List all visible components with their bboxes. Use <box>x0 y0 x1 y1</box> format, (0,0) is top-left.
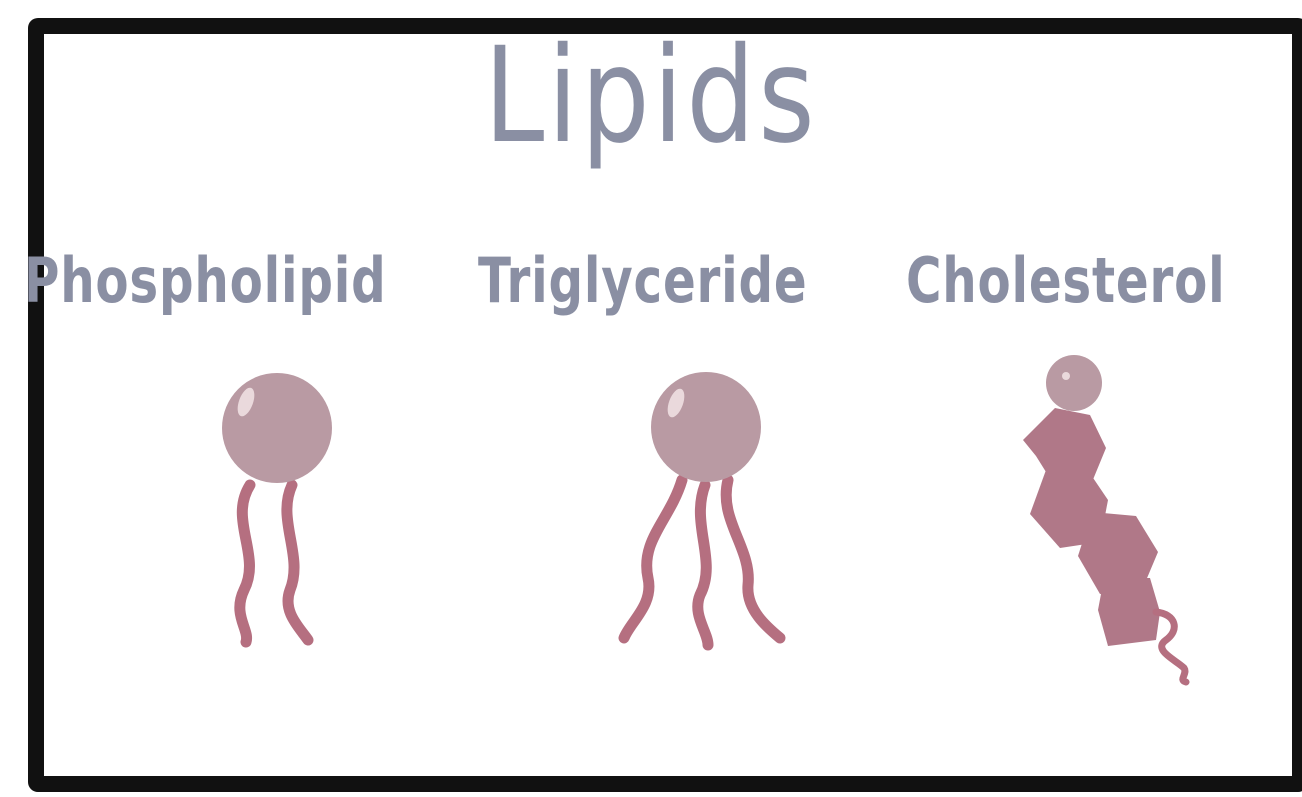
cholesterol-head <box>1046 355 1102 411</box>
cholesterol-molecule <box>1023 355 1186 682</box>
triglyceride-tail-middle <box>698 485 708 645</box>
cholesterol-tail <box>1156 612 1186 682</box>
triglyceride-tail-right <box>726 480 780 638</box>
cholesterol-ring-4 <box>1098 578 1160 646</box>
triglyceride-molecule <box>624 372 780 645</box>
phospholipid-tail-right <box>287 485 308 640</box>
phospholipid-head <box>222 373 332 483</box>
phospholipid-tail-left <box>240 485 250 642</box>
triglyceride-head <box>651 372 761 482</box>
cholesterol-head-highlight <box>1062 372 1070 380</box>
triglyceride-tail-left <box>624 480 682 638</box>
phospholipid-molecule <box>222 373 332 642</box>
